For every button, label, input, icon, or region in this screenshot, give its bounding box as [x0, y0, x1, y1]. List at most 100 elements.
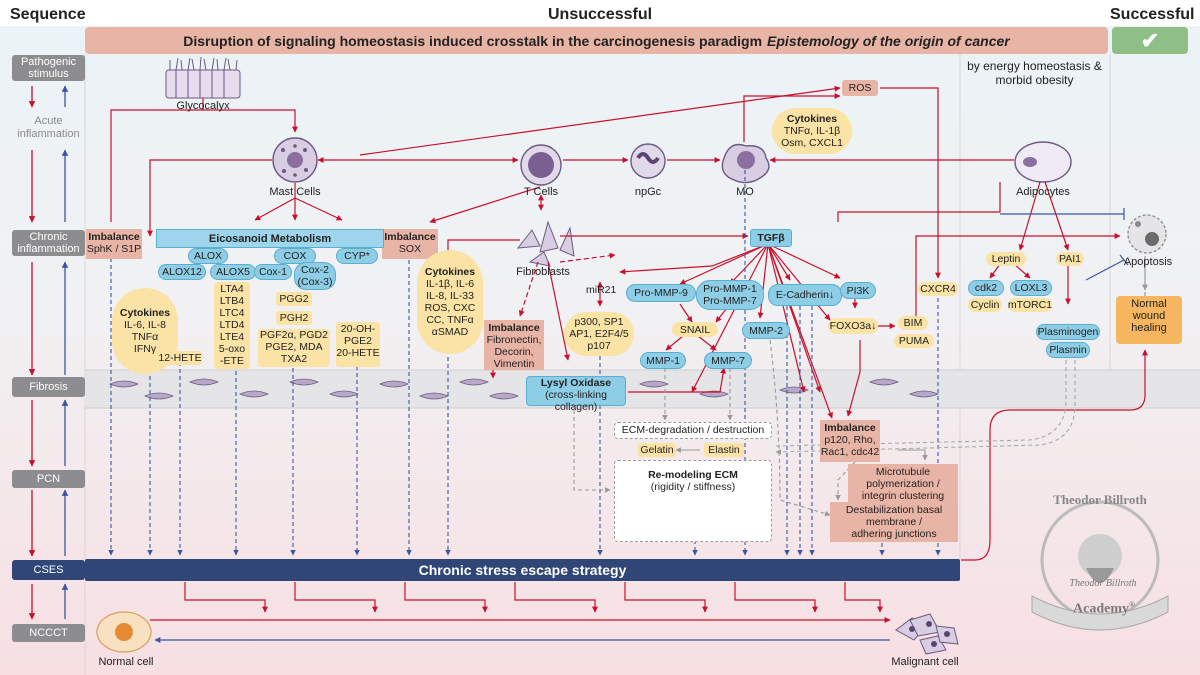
sequence-arrows: [28, 85, 69, 620]
imbalance-sphk-title: Imbalance: [88, 231, 140, 243]
stage-cses: CSES: [12, 560, 85, 580]
gelatin-box: Gelatin: [638, 443, 676, 457]
title-banner: Disruption of signaling homeostasis indu…: [85, 27, 1108, 54]
cytokines-mid: Cytokines IL-1β, IL-6 IL-8, IL-33 ROS, C…: [417, 250, 483, 354]
alox5-pill: ALOX5: [210, 264, 256, 280]
stage-ncccct: NCCCT: [12, 624, 85, 642]
imbalance-sox: Imbalance SOX: [382, 229, 438, 259]
hete20-l1: 20-OH-: [340, 323, 376, 335]
p300-l2: AP1, E2F4/5: [569, 328, 629, 340]
cytokines-mo-l1: TNFα, IL-1β: [783, 125, 841, 137]
normal-cell-label: Normal cell: [98, 656, 154, 668]
destab-l3: adhering junctions: [851, 528, 937, 540]
logo-top-text: Theodor Billroth: [1053, 492, 1147, 507]
cytokines-mo: Cytokines TNFα, IL-1β Osm, CXCL1: [772, 108, 852, 154]
imbalance-p120-l1: p120, Rho,: [824, 434, 876, 446]
down-arrow-icon: ↓: [871, 320, 877, 332]
imbalance-p120-l2: Rac1, cdc42: [820, 446, 880, 458]
hete20-l2: PGE2: [343, 335, 372, 347]
lt-l3: LTC4: [219, 307, 245, 319]
p300-box: p300, SP1 AP1, E2F4/5 p107: [564, 312, 634, 356]
logo-bottom-text: Academy®: [1064, 600, 1144, 618]
cses-bar: Chronic stress escape strategy: [85, 559, 960, 581]
hete12-box: 12-HETE: [158, 351, 202, 365]
success-box: ✔: [1112, 27, 1188, 54]
logo-academy: Academy: [1073, 601, 1129, 617]
cytokines-left-l3: IFNγ: [133, 343, 157, 355]
imbalance-sox-text: SOX: [398, 243, 422, 255]
mtorc1-pill: mTORC1: [1007, 298, 1053, 312]
normal-cell-icon: [96, 611, 152, 653]
logo-signature: Theodor Billroth: [1069, 578, 1137, 589]
remodel-title: Re-modeling ECM: [648, 469, 738, 481]
imbalance-fib-title: Imbalance: [488, 322, 540, 334]
malignant-cell-label: Malignant cell: [891, 656, 959, 668]
cytokines-mid-title: Cytokines: [424, 266, 476, 278]
logo-reg: ®: [1129, 600, 1135, 609]
stage-acute: Acute inflammation: [17, 115, 80, 140]
ecm-degradation-box: ECM-degradation / destruction: [614, 422, 772, 439]
stage-chronic: Chronic inflammation: [12, 230, 85, 256]
pg-l3: TXA2: [280, 353, 308, 365]
pai1-pill: PAI1: [1056, 252, 1084, 266]
imbalance-sox-title: Imbalance: [384, 231, 436, 243]
imbalance-p120: Imbalance p120, Rho, Rac1, cdc42: [820, 420, 880, 462]
plasminogen-pill: Plasminogen: [1036, 324, 1100, 340]
leukotrienes-box: LTA4 LTB4 LTC4 LTD4 LTE4 5-oxo -ETE: [214, 282, 250, 369]
cytokines-mid-l5: αSMAD: [431, 326, 469, 338]
microtubule-l3: integrin clustering: [861, 490, 945, 502]
ros-box: ROS: [842, 80, 878, 96]
lysyl-title: Lysyl Oxidase: [540, 377, 612, 389]
imbalance-sphk-text: SphK / S1P: [86, 243, 142, 255]
cox1-pill: Cox-1: [254, 264, 292, 280]
check-icon: ✔: [1140, 27, 1160, 53]
stage-pcn: PCN: [12, 470, 85, 488]
mmp7-pill: MMP-7: [704, 352, 752, 369]
lt-l7: -ETE: [220, 355, 244, 367]
foxo3a-label: FOXO3a: [829, 320, 872, 332]
remodeling-ecm-box: Re-modeling ECM (rigidity / stiffness): [614, 460, 772, 542]
apoptosis-icon: [1127, 214, 1167, 254]
apoptosis-label: Apoptosis: [1123, 256, 1173, 268]
microtubule-box: Microtubule polymerization / integrin cl…: [848, 464, 958, 502]
cyp-pill: CYP*: [336, 248, 378, 264]
mir21-label: miR21: [586, 284, 617, 296]
lysyl-oxidase-box: Lysyl Oxidase (cross-linking collagen): [526, 376, 626, 413]
lt-l5: LTE4: [219, 331, 245, 343]
bim-pill: BIM: [898, 316, 928, 330]
cytokines-mid-l1: IL-1β, IL-6: [425, 278, 475, 290]
lt-l4: LTD4: [219, 319, 245, 331]
pro-mmp1-l1: Pro-MMP-1: [703, 283, 757, 295]
t-cells-label: T Cells: [523, 186, 559, 198]
pg-l1: PGF2α, PGD2: [260, 329, 328, 341]
e-cadherin-label: E-Cadherin: [775, 289, 829, 301]
mast-cells-label: Mast Cells: [269, 186, 321, 198]
destab-l1: Destabilization basal: [845, 504, 943, 516]
cytokines-mo-l2: Osm, CXCL1: [781, 137, 843, 149]
cytokines-left-l1: IL-6, IL-8: [123, 319, 167, 331]
successful-header: Successful: [1110, 6, 1195, 23]
lt-l1: LTA4: [220, 283, 244, 295]
pi3k-pill: PI3K: [840, 282, 876, 299]
p300-l1: p300, SP1: [574, 316, 624, 328]
cyclin-pill: Cyclin: [968, 298, 1002, 312]
fibroblast-icon: [516, 220, 575, 267]
eicosanoid-metabolism: Eicosanoid Metabolism: [156, 229, 384, 248]
pgg2-box: PGG2: [276, 292, 312, 306]
pro-mmp9-pill: Pro-MMP-9: [626, 284, 696, 302]
adipocyte-icon: [1014, 141, 1072, 183]
microtubule-l1: Microtubule: [875, 466, 931, 478]
pro-mmp1-pill: Pro-MMP-1 Pro-MMP-7: [696, 280, 764, 310]
loxl3-pill: LOXL3: [1010, 280, 1052, 296]
tgfb-box: TGFβ: [750, 229, 792, 247]
cytokines-mo-title: Cytokines: [786, 113, 838, 125]
npgc-cell-icon: [630, 143, 666, 179]
puma-pill: PUMA: [894, 334, 934, 348]
lt-l2: LTB4: [219, 295, 245, 307]
cytokines-mid-l3: ROS, CXC: [424, 302, 476, 314]
glycocalyx-label: Glycocalyx: [176, 100, 230, 112]
prostaglandin-box: PGF2α, PGD2 PGE2, MDA TXA2: [258, 329, 330, 367]
wound-l3: healing: [1131, 322, 1167, 334]
pro-mmp1-l2: Pro-MMP-7: [703, 295, 757, 307]
energy-note: by energy homeostasis & morbid obesity: [967, 59, 1102, 87]
